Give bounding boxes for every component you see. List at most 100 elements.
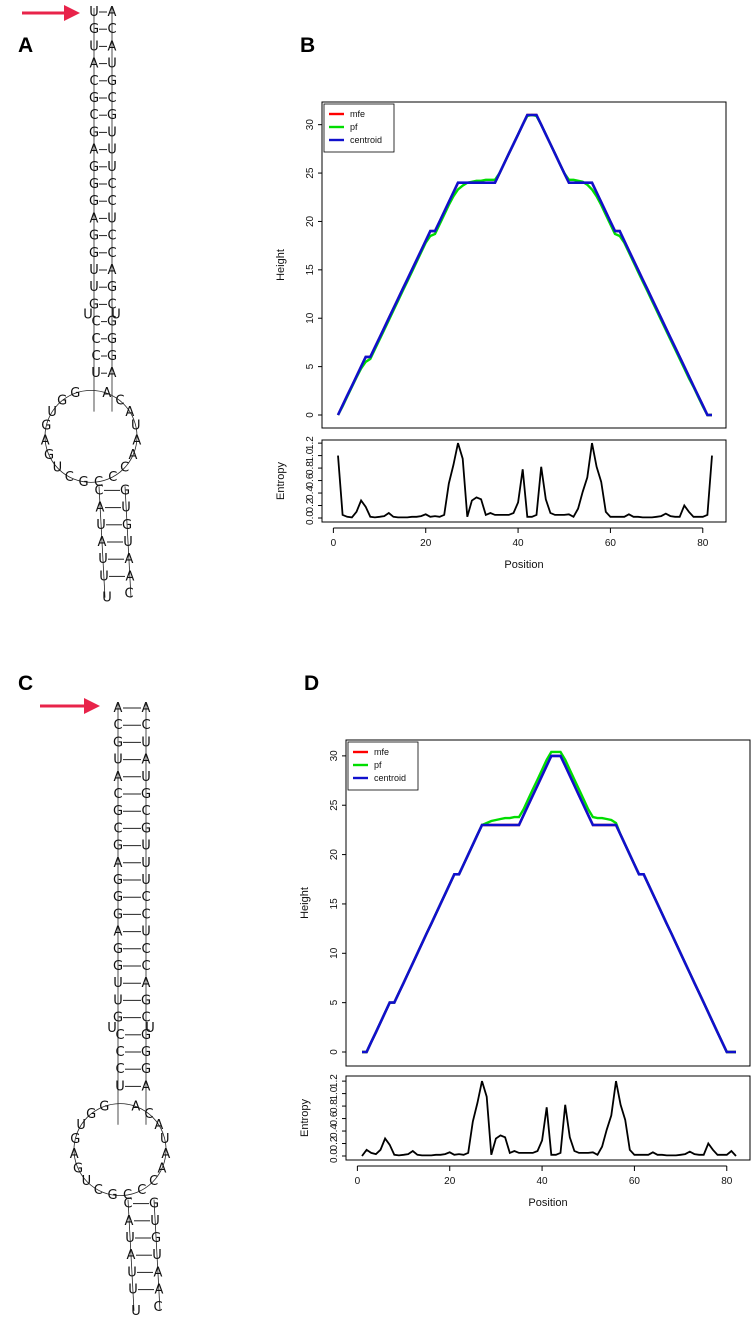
loop-base: C	[120, 461, 129, 476]
loop-base: G	[44, 448, 54, 463]
loop-base: C	[108, 470, 117, 485]
base-left: G	[89, 22, 99, 37]
y-tick-label: 30	[305, 119, 316, 131]
base-left: G	[89, 194, 99, 209]
loop-base: G	[86, 1107, 96, 1122]
base-right: U	[141, 873, 151, 888]
hairpin-base: U	[131, 1304, 141, 1319]
loop-base: C	[65, 470, 74, 485]
loop-base: A	[132, 434, 141, 449]
base-left: C	[91, 315, 100, 330]
base-right: G	[141, 821, 151, 836]
y-tick-label: 0	[305, 412, 316, 418]
base-left: C	[91, 349, 100, 364]
y-axis-title-height: Height	[299, 887, 311, 919]
legend-label-centroid: centroid	[350, 135, 382, 145]
base-right: G	[141, 993, 151, 1008]
x-tick-label: 20	[444, 1176, 456, 1187]
y-tick-label-entropy: 0.2	[329, 1136, 340, 1150]
backbone-lower-right	[153, 1199, 161, 1311]
y-tick-label: 10	[305, 312, 316, 324]
base-right: U	[141, 770, 151, 785]
series-line-mfe	[362, 754, 736, 1054]
base-right: G	[107, 108, 117, 123]
y-tick-label: 0	[329, 1049, 340, 1055]
base-right: A	[108, 5, 117, 20]
entropy-plot-frame	[345, 1075, 751, 1161]
base-right: U	[107, 160, 117, 175]
loop-base: C	[149, 1174, 158, 1189]
base-left: U	[96, 518, 106, 533]
base-left: G	[113, 1011, 123, 1026]
x-tick-label: 40	[513, 538, 525, 549]
base-left: G	[113, 804, 123, 819]
base-right: G	[107, 74, 117, 89]
series-line-pf	[336, 113, 712, 417]
base-right: G	[120, 483, 130, 498]
x-tick-label: 40	[537, 1176, 549, 1187]
base-right: A	[108, 366, 117, 381]
loop-base: C	[94, 475, 103, 490]
base-right: A	[142, 1079, 151, 1094]
base-right: U	[121, 501, 131, 516]
loop-base: A	[41, 434, 50, 449]
panel-label-d: D	[304, 672, 319, 695]
base-left: A	[90, 211, 99, 226]
internal-loop-circle	[73, 1103, 167, 1196]
base-right: C	[141, 907, 150, 922]
loop-base: A	[102, 386, 111, 401]
base-left: C	[113, 718, 122, 733]
base-left: G	[89, 297, 99, 312]
y-tick-label-entropy: 0.6	[305, 473, 316, 487]
base-right: A	[142, 976, 151, 991]
loop-base: G	[78, 475, 88, 490]
base-right: A	[108, 39, 117, 54]
base-left: C	[123, 1197, 132, 1212]
base-right: U	[107, 143, 117, 158]
base-right: G	[122, 518, 132, 533]
loop-base: A	[125, 405, 134, 420]
arrow-a	[22, 5, 80, 21]
base-right: U	[141, 925, 151, 940]
y-tick-label-entropy: 0.8	[329, 1099, 340, 1113]
base-right: A	[142, 701, 151, 716]
x-tick-label: 60	[629, 1176, 641, 1187]
loop-base: G	[73, 1161, 83, 1176]
hairpin-base: U	[102, 591, 112, 606]
bulge-base: U	[107, 1021, 117, 1036]
series-line-mfe	[336, 113, 712, 417]
base-right: G	[151, 1231, 161, 1246]
bulge-base-right: U	[111, 308, 121, 323]
y-tick-label-entropy: 0.4	[305, 486, 316, 500]
loop-base: A	[161, 1147, 170, 1162]
x-axis-title: Position	[504, 559, 543, 571]
base-right: U	[141, 856, 151, 871]
panel-label-c: C	[18, 672, 33, 695]
base-right: C	[141, 718, 150, 733]
base-left: U	[99, 569, 109, 584]
y-tick-label-entropy: 1.0	[329, 1086, 340, 1100]
base-left: G	[89, 160, 99, 175]
base-right: U	[152, 1248, 162, 1263]
x-tick-label: 0	[331, 538, 337, 549]
base-right: C	[141, 942, 150, 957]
loop-base: A	[154, 1118, 163, 1133]
loop-base: C	[144, 1107, 153, 1122]
loop-base: U	[76, 1118, 86, 1133]
base-right: A	[142, 753, 151, 768]
base-left: C	[115, 1045, 124, 1060]
base-right: C	[107, 177, 116, 192]
base-right: C	[141, 890, 150, 905]
base-right: C	[107, 91, 116, 106]
base-right: A	[155, 1283, 164, 1298]
series-line-pf	[362, 750, 736, 1054]
series-line-centroid	[336, 113, 712, 417]
hairpin-base: C	[124, 587, 133, 602]
base-left: U	[98, 552, 108, 567]
base-left: A	[90, 57, 99, 72]
legend-label-mfe: mfe	[374, 747, 389, 757]
chart-b: 051015202530Heightmfepfcentroid0.00.20.4…	[275, 101, 727, 571]
entropy-line	[337, 442, 713, 519]
loop-base: A	[158, 1161, 167, 1176]
